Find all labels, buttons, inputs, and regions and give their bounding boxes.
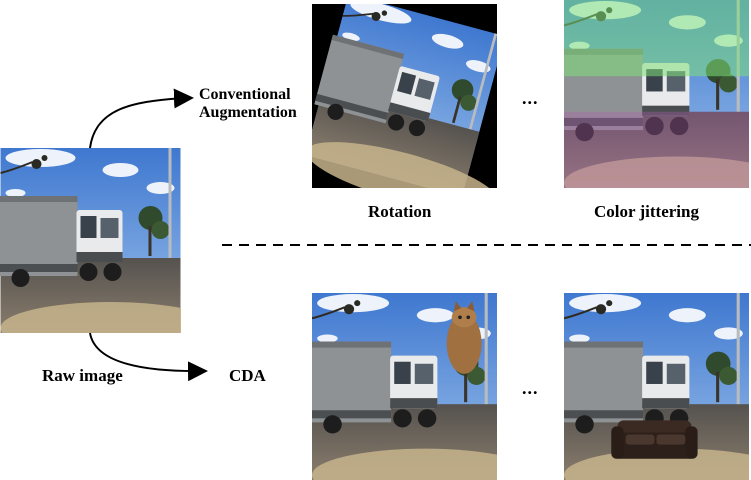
- ellipsis-top: ...: [522, 88, 539, 108]
- conventional-augmentation-label: Conventional Augmentation: [199, 86, 297, 123]
- raw-image-label: Raw image: [42, 366, 123, 385]
- cda-sofa-panel: [564, 293, 749, 480]
- conventional-line2: Augmentation: [199, 104, 297, 122]
- sofa-icon: [611, 420, 698, 459]
- ellipsis-bottom: ...: [522, 378, 539, 398]
- cda-cat-panel: [312, 293, 497, 480]
- cda-label: CDA: [229, 366, 266, 385]
- rotation-panel: [312, 4, 497, 188]
- color-jittering-label: Color jittering: [594, 202, 699, 221]
- rotation-label: Rotation: [368, 202, 432, 221]
- arrow-to-cda: [89, 332, 208, 382]
- arrow-to-conventional: [89, 88, 194, 149]
- color-jittering-panel: [564, 0, 749, 188]
- conventional-line1: Conventional: [199, 86, 291, 103]
- cat-icon: [446, 301, 482, 374]
